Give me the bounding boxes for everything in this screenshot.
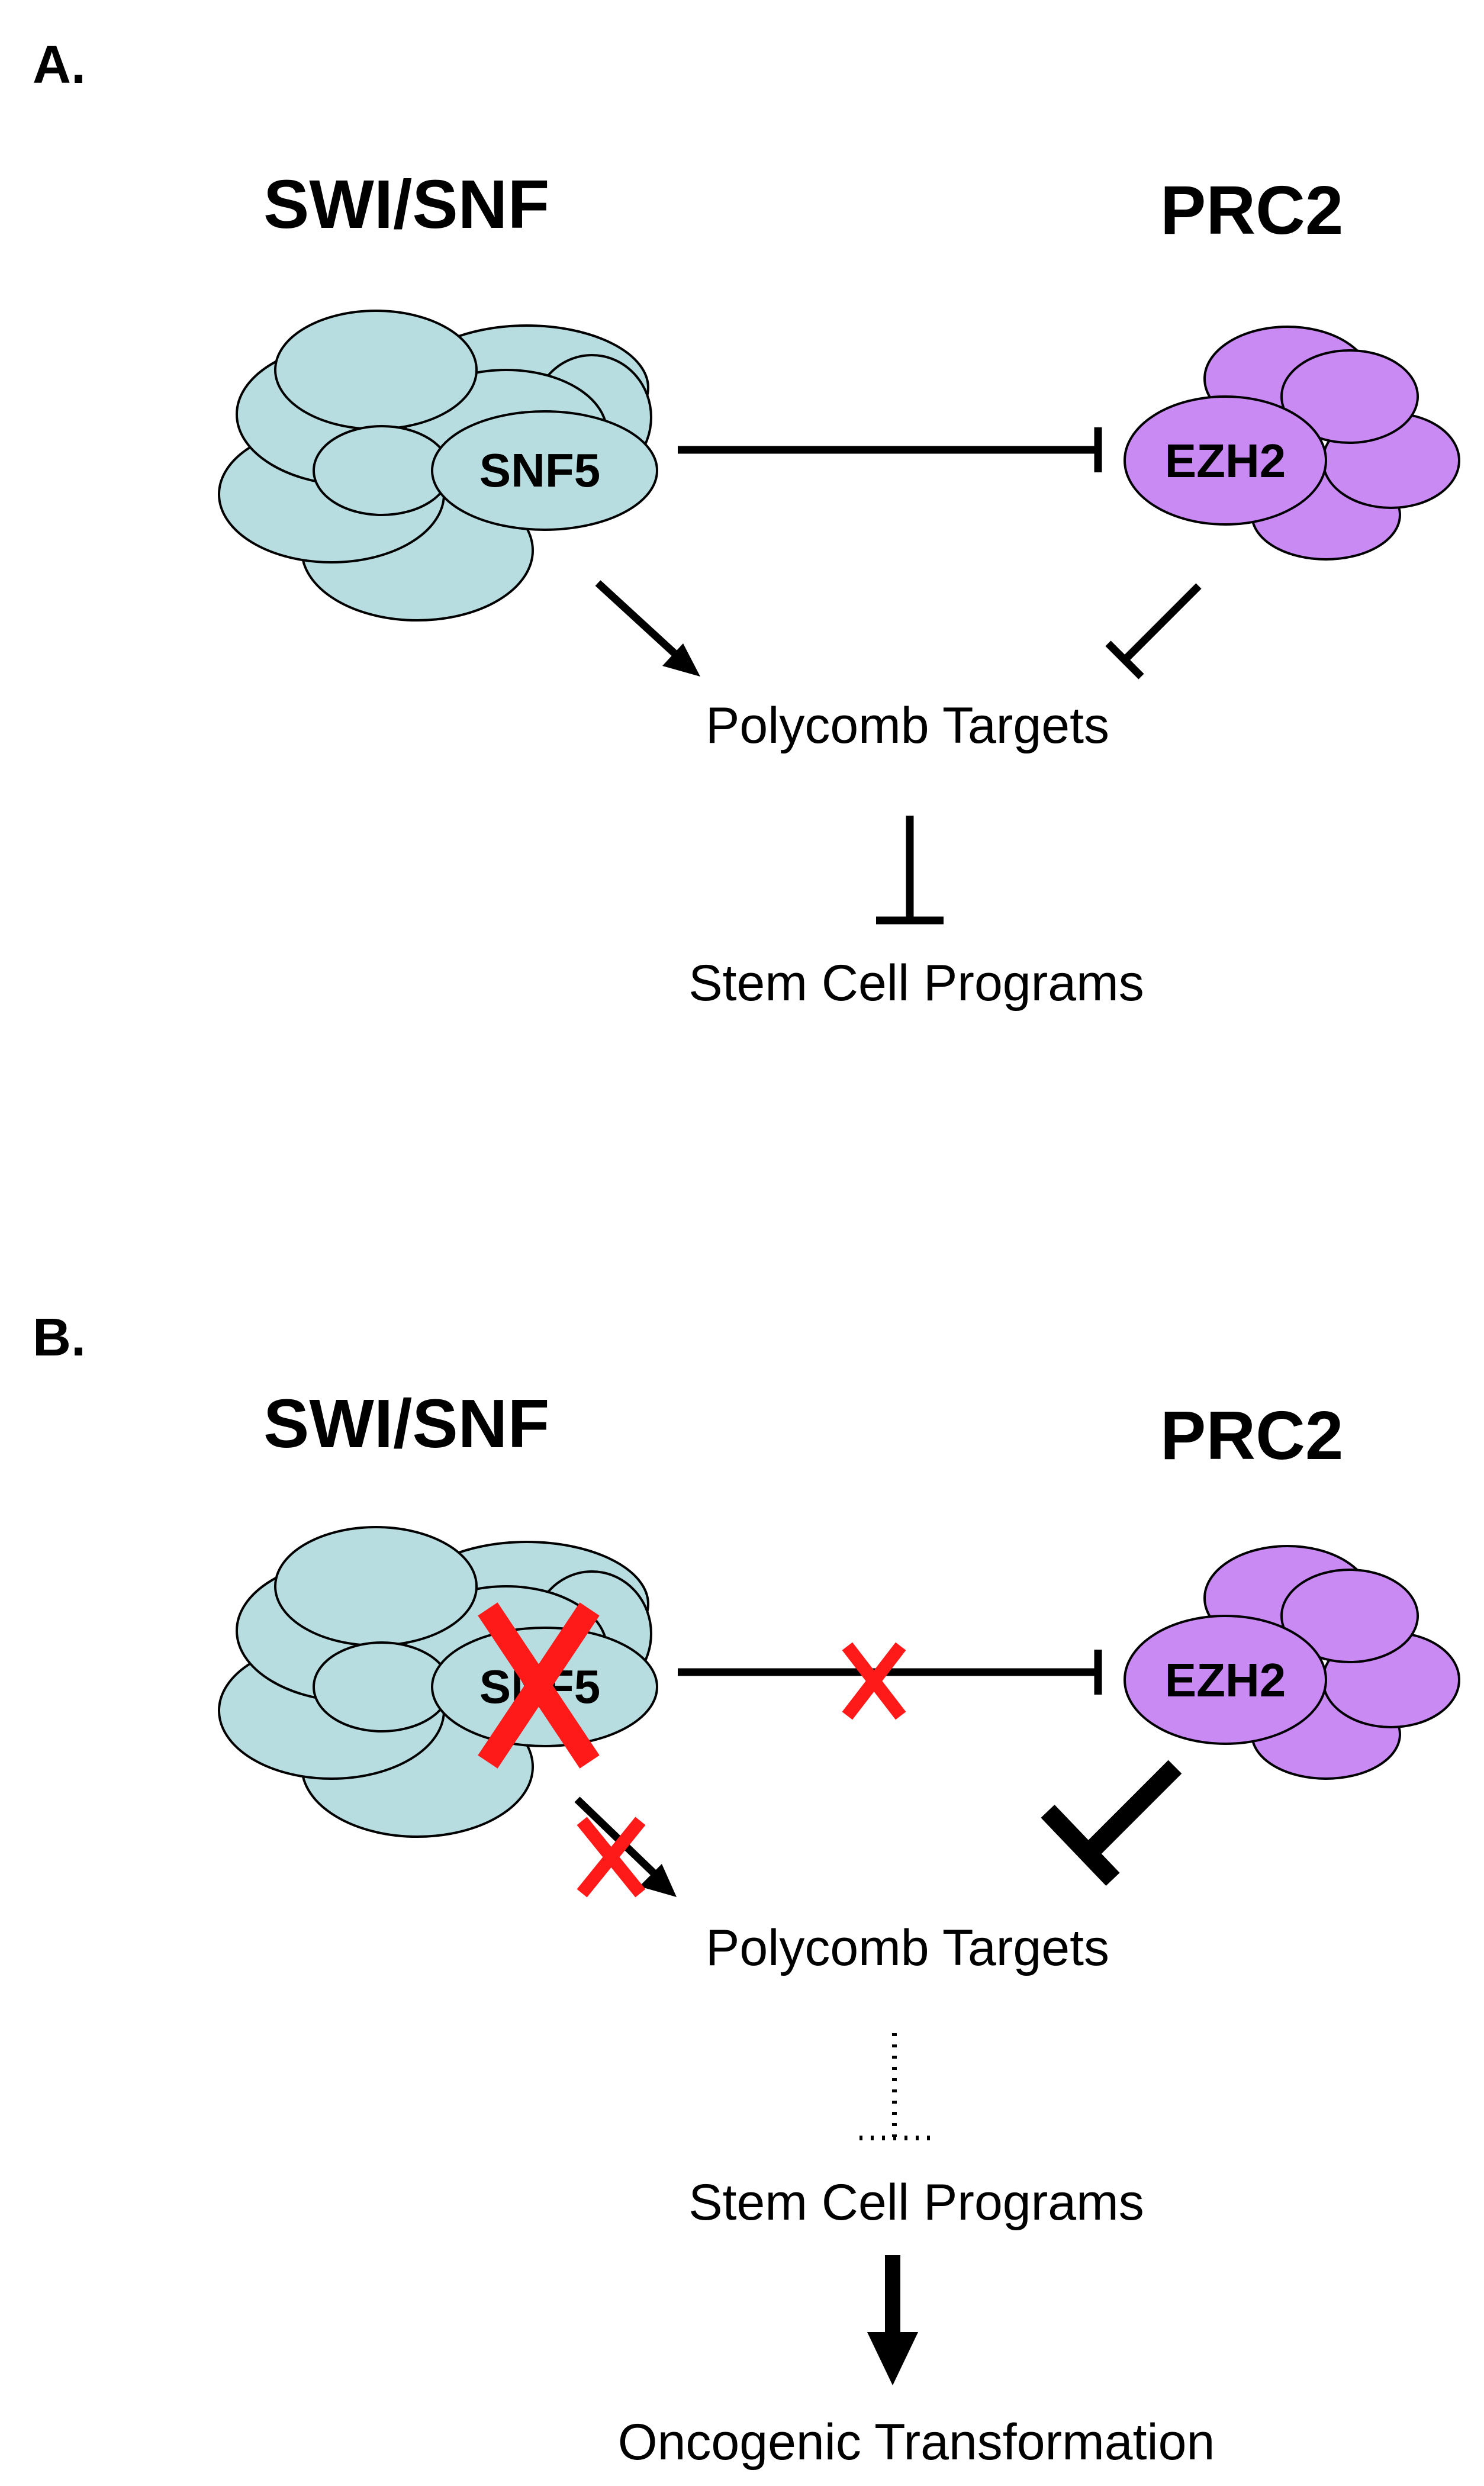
panel-b: B. SWI/SNF PRC2 SNF5 — [33, 1308, 1460, 2471]
polycomb-targets-label: Polycomb Targets — [706, 697, 1109, 754]
prc2-title: PRC2 — [1160, 1397, 1343, 1474]
prc2-complex: EZH2 — [1124, 326, 1460, 561]
polycomb-targets-label: Polycomb Targets — [706, 1920, 1109, 1976]
snf5-subunit — [431, 410, 658, 531]
swi-snf-activates-targets-arrow — [574, 1796, 677, 1897]
prc2-subunit — [1280, 1569, 1419, 1663]
swi-snf-subunit — [274, 310, 478, 430]
prc2-subunit — [1280, 349, 1419, 444]
prc2-complex: EZH2 — [1124, 1545, 1460, 1780]
prc2-title: PRC2 — [1160, 172, 1343, 249]
panel-b-label: B. — [33, 1308, 86, 1367]
ezh2-subunit — [1124, 1615, 1327, 1745]
activation-loss-x-mark — [577, 1817, 646, 1898]
ezh2-subunit — [1124, 395, 1327, 526]
swi-snf-complex: SNF5 — [218, 1526, 658, 1838]
ezh2-label: EZH2 — [1165, 1654, 1286, 1706]
swi-snf-title: SWI/SNF — [263, 166, 549, 243]
ezh2-represses-targets-edge — [1041, 1760, 1182, 1886]
swi-snf-complex: SNF5 — [218, 310, 658, 622]
ezh2-label: EZH2 — [1165, 434, 1286, 487]
swi-snf-activates-targets-arrow — [595, 580, 700, 677]
snf5-inhibits-ezh2-edge — [678, 427, 1102, 472]
inhibition-loss-x-mark — [842, 1642, 906, 1720]
panel-a: A. SWI/SNF PRC2 SNF5 EZH2 — [33, 36, 1460, 1012]
panel-a-label: A. — [33, 36, 86, 95]
stem-cell-programs-label: Stem Cell Programs — [688, 2174, 1144, 2231]
programs-drive-transformation-arrow — [867, 2255, 918, 2385]
targets-repress-programs-edge — [876, 816, 944, 925]
stem-cell-programs-label: Stem Cell Programs — [688, 955, 1144, 1012]
swi-snf-subunit — [313, 425, 451, 516]
oncogenic-transformation-label: Oncogenic Transformation — [618, 2414, 1215, 2471]
snf5-label: SNF5 — [479, 444, 601, 497]
ezh2-represses-targets-edge — [1105, 583, 1202, 680]
swi-snf-title: SWI/SNF — [263, 1385, 549, 1462]
swi-snf-subunit — [313, 1641, 451, 1733]
targets-repress-programs-dotted-edge — [860, 2033, 931, 2140]
swi-snf-subunit — [274, 1526, 478, 1647]
snf5-loss-x-mark — [478, 1602, 600, 1769]
